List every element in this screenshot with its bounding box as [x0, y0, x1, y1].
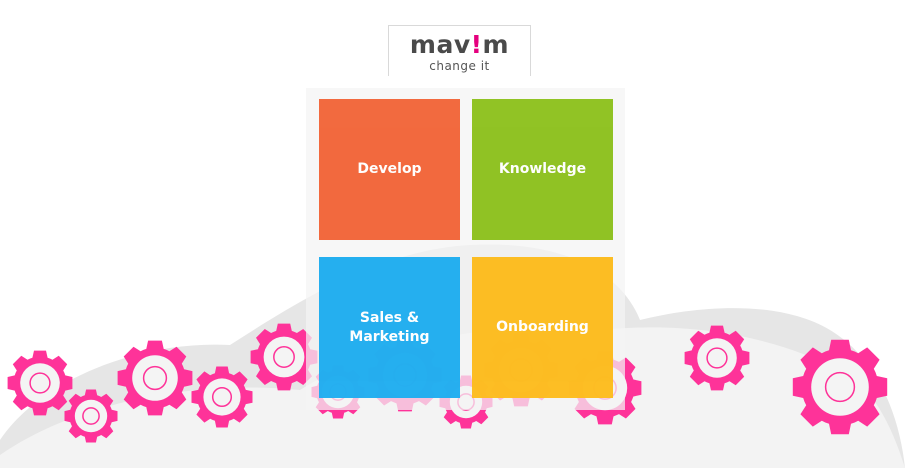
mavim-logo[interactable]: mav!m change it	[388, 25, 531, 76]
logo-tagline: change it	[429, 59, 490, 73]
tile-label: Develop	[357, 161, 422, 177]
tile-onboarding[interactable]: Onboarding	[472, 257, 613, 398]
box-with-gears-gear-icon	[117, 340, 193, 416]
process-flow-gear-icon	[684, 325, 750, 391]
tile-label: Onboarding	[496, 319, 589, 335]
tile-label: Sales & Marketing	[349, 309, 430, 345]
org-chart-gear-icon	[191, 366, 253, 428]
diamond-gear-icon	[792, 339, 888, 435]
tile-sales-marketing[interactable]: Sales & Marketing	[319, 257, 460, 398]
target-gear-icon	[64, 389, 118, 443]
tile-label: Knowledge	[498, 161, 587, 177]
layered-pyramid-gear-icon	[250, 323, 318, 391]
tile-knowledge[interactable]: Knowledge	[472, 99, 613, 240]
lightbulb-gear-icon	[7, 350, 73, 416]
logo-wordmark: mav!m	[409, 30, 510, 59]
tile-develop[interactable]: Develop	[319, 99, 460, 240]
